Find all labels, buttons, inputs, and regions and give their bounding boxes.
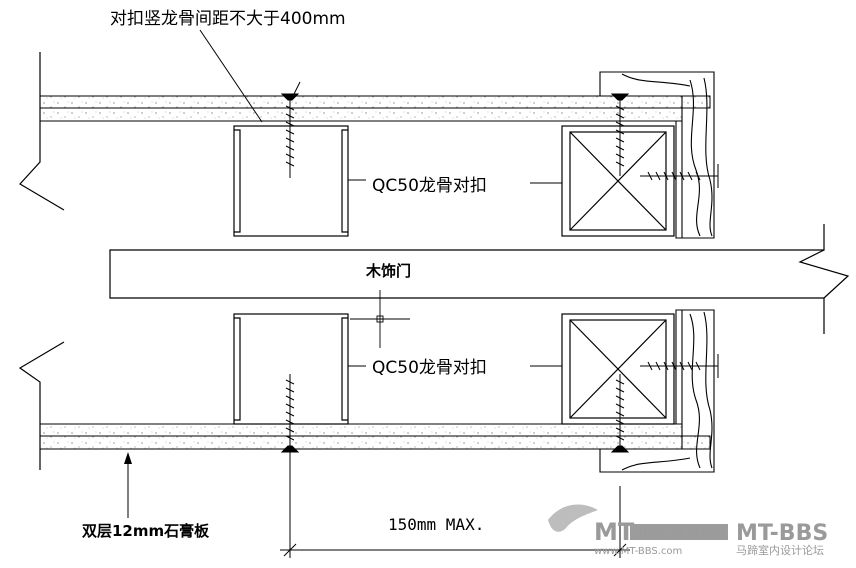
screw-right-bottom — [610, 374, 630, 453]
wood-door-leaf — [109, 224, 850, 334]
stud-left-bottom — [233, 313, 349, 425]
watermark: MT INTERIOR DESIGN MT-BBS www.MT-BBS.com… — [548, 504, 828, 557]
watermark-mt: MT — [594, 518, 635, 546]
top-note: 对扣竖龙骨间距不大于400mm — [110, 9, 346, 29]
watermark-mtbbs: MT-BBS — [736, 521, 828, 546]
door-label: 木饰门 — [365, 262, 411, 280]
screw-right-top — [610, 93, 630, 176]
top-gypsum-board — [39, 95, 711, 122]
board-label: 双层12mm石膏板 — [82, 522, 210, 540]
watermark-badge-bg — [630, 524, 728, 540]
stud-right-top — [561, 125, 675, 237]
screw-left-bottom — [280, 374, 300, 453]
stud-right-bottom — [561, 313, 675, 425]
watermark-url: www.MT-BBS.com — [594, 546, 682, 557]
screw-horizontal-bottom — [640, 354, 719, 378]
crosshair-marker — [350, 290, 410, 348]
board-arrow-head — [124, 452, 132, 464]
leader-lines — [127, 29, 562, 518]
left-wall-top — [19, 52, 65, 211]
left-wall-bottom — [18, 341, 65, 470]
stud-label-bottom: QC50龙骨对扣 — [372, 358, 487, 378]
screw-horizontal-top — [640, 164, 719, 188]
screw-left-top — [280, 81, 301, 178]
watermark-badge: INTERIOR DESIGN — [636, 528, 725, 539]
watermark-horse-logo — [548, 504, 598, 532]
watermark-cn: 马蹄室内设计论坛 — [736, 543, 824, 557]
stud-left-top — [233, 125, 349, 237]
dimension-label: 150mm MAX. — [388, 515, 484, 534]
stud-label-top: QC50龙骨对扣 — [372, 176, 487, 196]
dimension-line — [280, 452, 630, 558]
bottom-gypsum-board — [39, 423, 711, 450]
wood-frame-bottom — [599, 309, 715, 473]
